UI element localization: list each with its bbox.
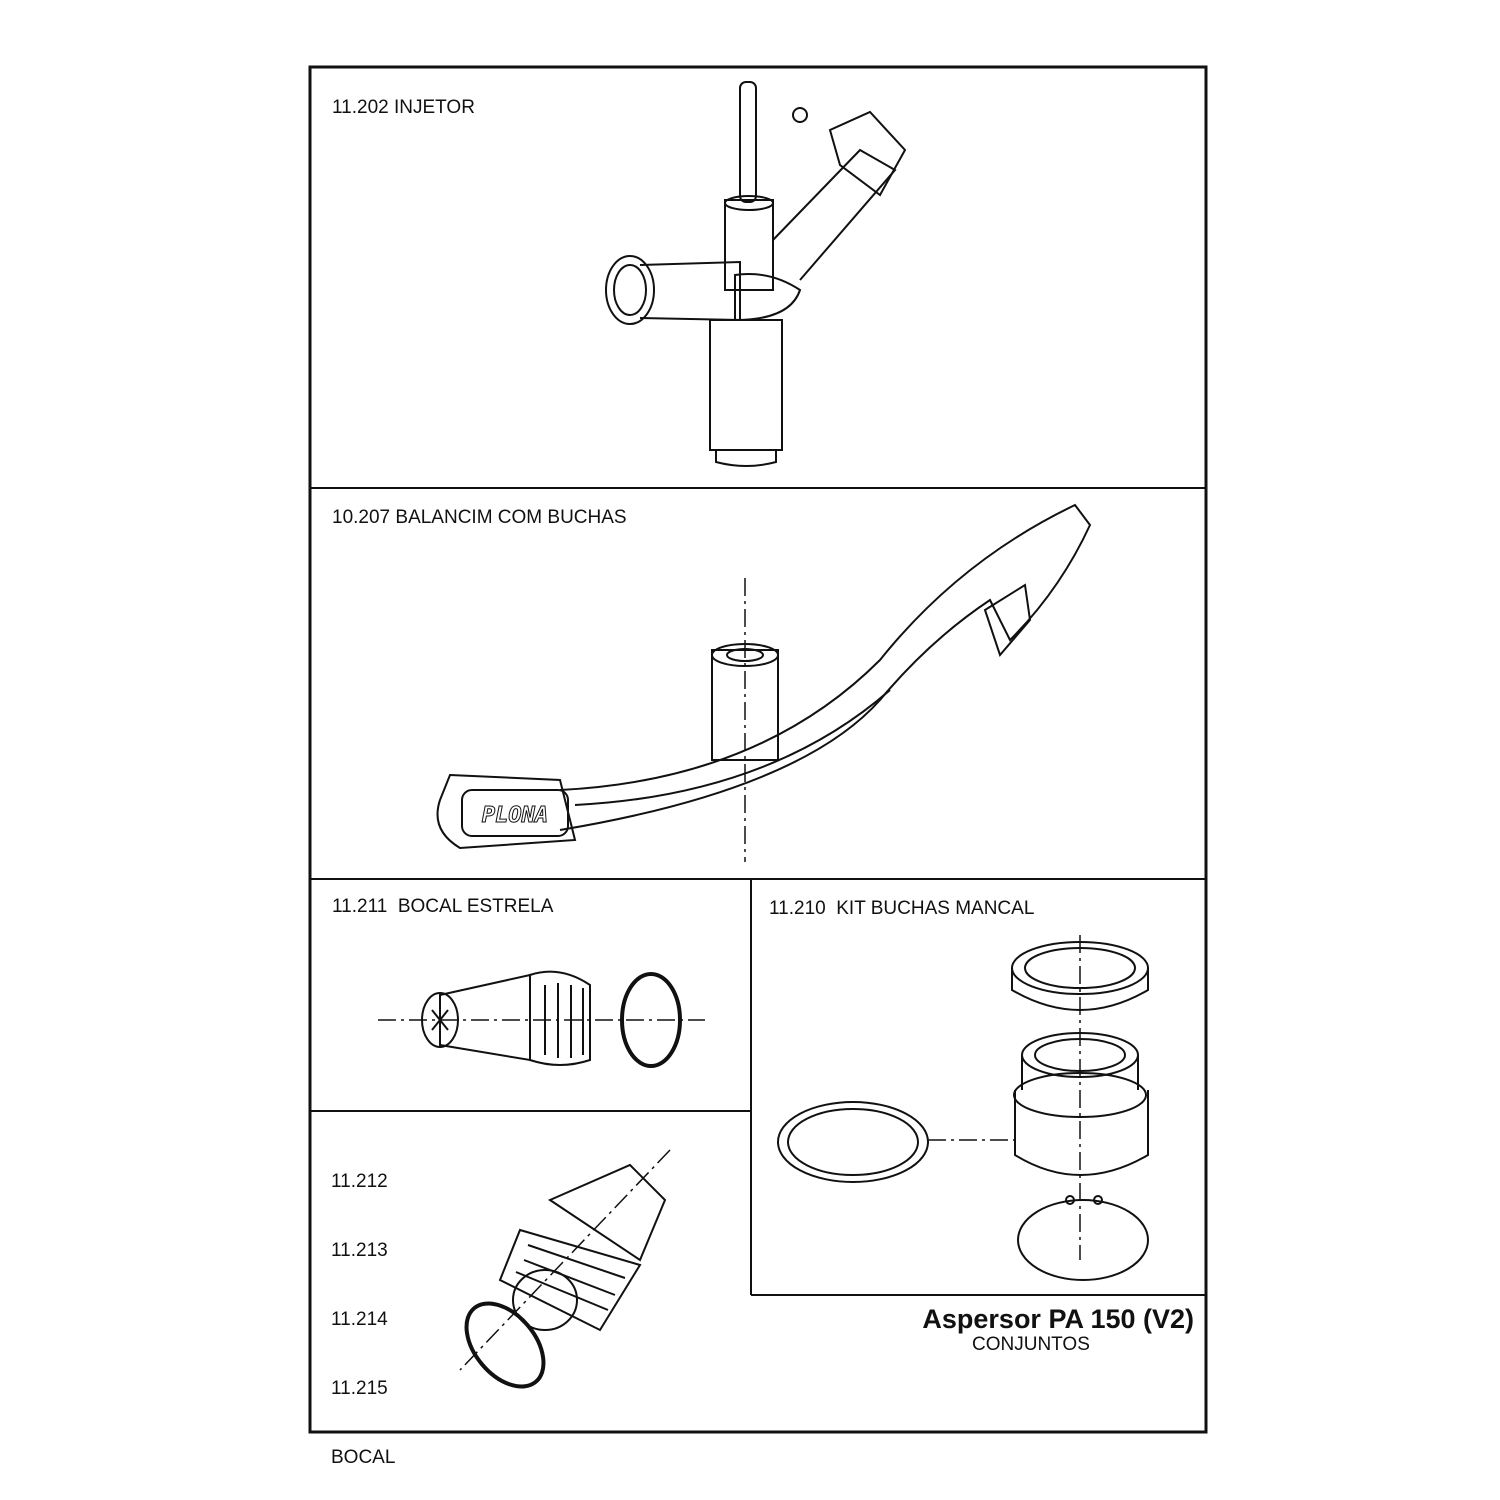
code: 11.212 [331,1171,388,1192]
star-nozzle-drawing [378,970,705,1068]
code: 11.214 [331,1309,388,1330]
label-kit-buchas: 11.210 KIT BUCHAS MANCAL [769,898,1035,919]
injector-drawing [605,81,907,467]
label-bocal-estrela: 11.211 BOCAL ESTRELA [332,896,554,917]
code: 11.215 [331,1378,388,1399]
bushing-kit-drawing [777,935,1149,1281]
drawing-subtitle: CONJUNTOS [972,1334,1090,1355]
label-injetor: 11.202 INJETOR [332,97,475,118]
frame-lines [308,65,1208,1434]
label-balancim: 10.207 BALANCIM COM BUCHAS [332,507,627,528]
nozzle-drawing [459,1149,671,1389]
brand-logo: PLONA [482,803,548,828]
label-bocal-codes: 11.212 11.213 11.214 11.215 BOCAL [331,1124,395,1492]
drawing-title: Aspersor PA 150 (V2) [922,1304,1194,1334]
rocker-arm-drawing [436,503,1092,862]
label-bocal: BOCAL [331,1447,396,1468]
code: 11.213 [331,1240,388,1261]
